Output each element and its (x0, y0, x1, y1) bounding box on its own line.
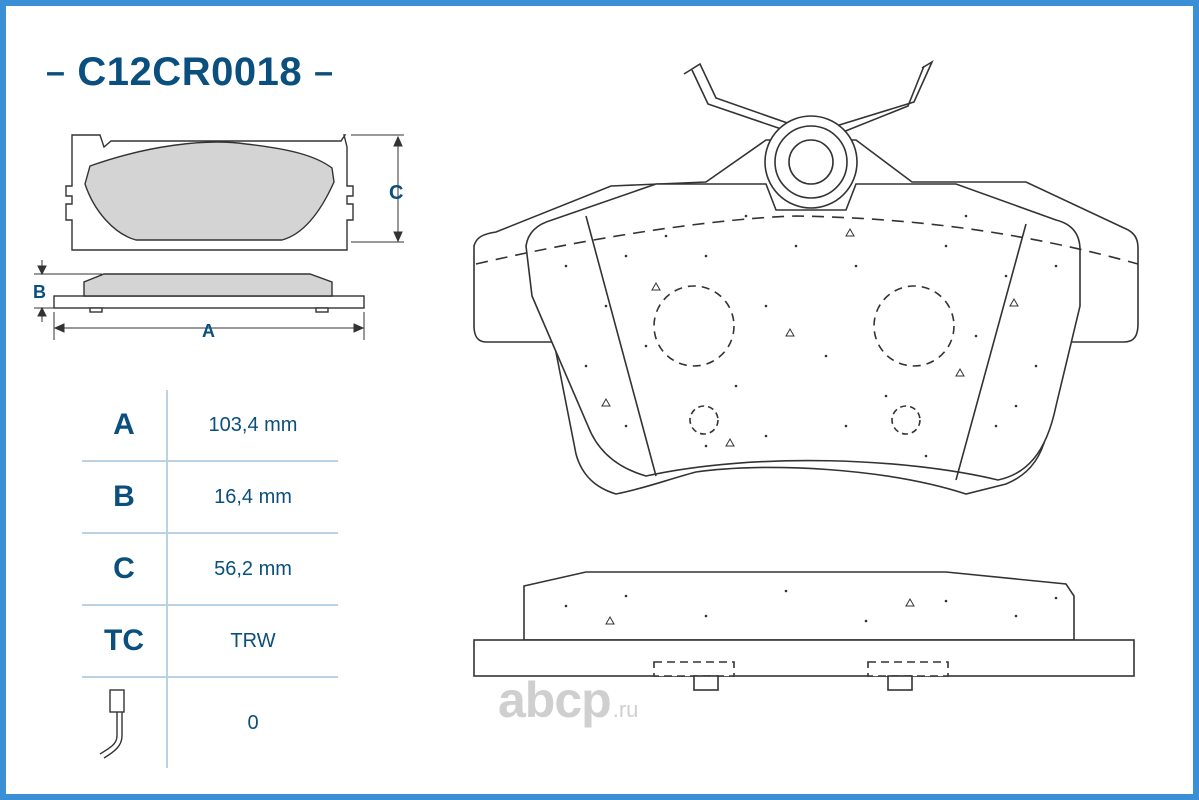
spec-row-a: A 103,4 mm (82, 390, 338, 462)
spec-key: B (82, 462, 168, 532)
brand-name: abcp (498, 672, 612, 728)
spec-row-c: C 56,2 mm (82, 534, 338, 606)
spec-key: C (82, 534, 168, 604)
wear-sensor-icon (99, 689, 125, 759)
spec-value: 16,4 mm (214, 485, 292, 508)
spec-row-wear-sensor: 0 (82, 678, 338, 768)
spec-key: A (82, 390, 168, 460)
wear-sensor-cell (82, 678, 168, 768)
spec-key: TC (82, 606, 168, 676)
dimension-c (351, 134, 404, 243)
catalog-card: – C12CR0018 – C (6, 6, 1193, 794)
spec-row-b: B 16,4 mm (82, 462, 338, 534)
spec-value: 56,2 mm (214, 557, 292, 580)
large-front-view (473, 60, 1139, 495)
spec-row-tc: TC TRW (82, 606, 338, 678)
wear-sensor-value: 0 (247, 711, 259, 734)
dimension-a (53, 312, 365, 340)
large-side-view (473, 571, 1135, 691)
brand-suffix: .ru (612, 697, 639, 722)
friction-texture (564, 214, 1058, 458)
part-number-heading: – C12CR0018 – (46, 49, 334, 94)
dimension-a-label: A (202, 321, 215, 341)
small-front-view (65, 134, 354, 251)
brand-watermark: abcp .ru (498, 671, 638, 729)
small-side-view (53, 273, 365, 313)
dimension-b (34, 260, 102, 322)
spec-table: A 103,4 mm B 16,4 mm C 56,2 mm TC TRW 0 (82, 390, 338, 768)
side-friction-texture (564, 589, 1058, 625)
dimension-c-label: C (389, 182, 403, 204)
pad-schematic-diagrams: C B A (33, 60, 1139, 759)
part-number: C12CR0018 (77, 49, 303, 94)
spec-value: TRW (230, 629, 276, 652)
dimension-b-label: B (33, 282, 46, 302)
spec-value: 103,4 mm (208, 413, 298, 436)
